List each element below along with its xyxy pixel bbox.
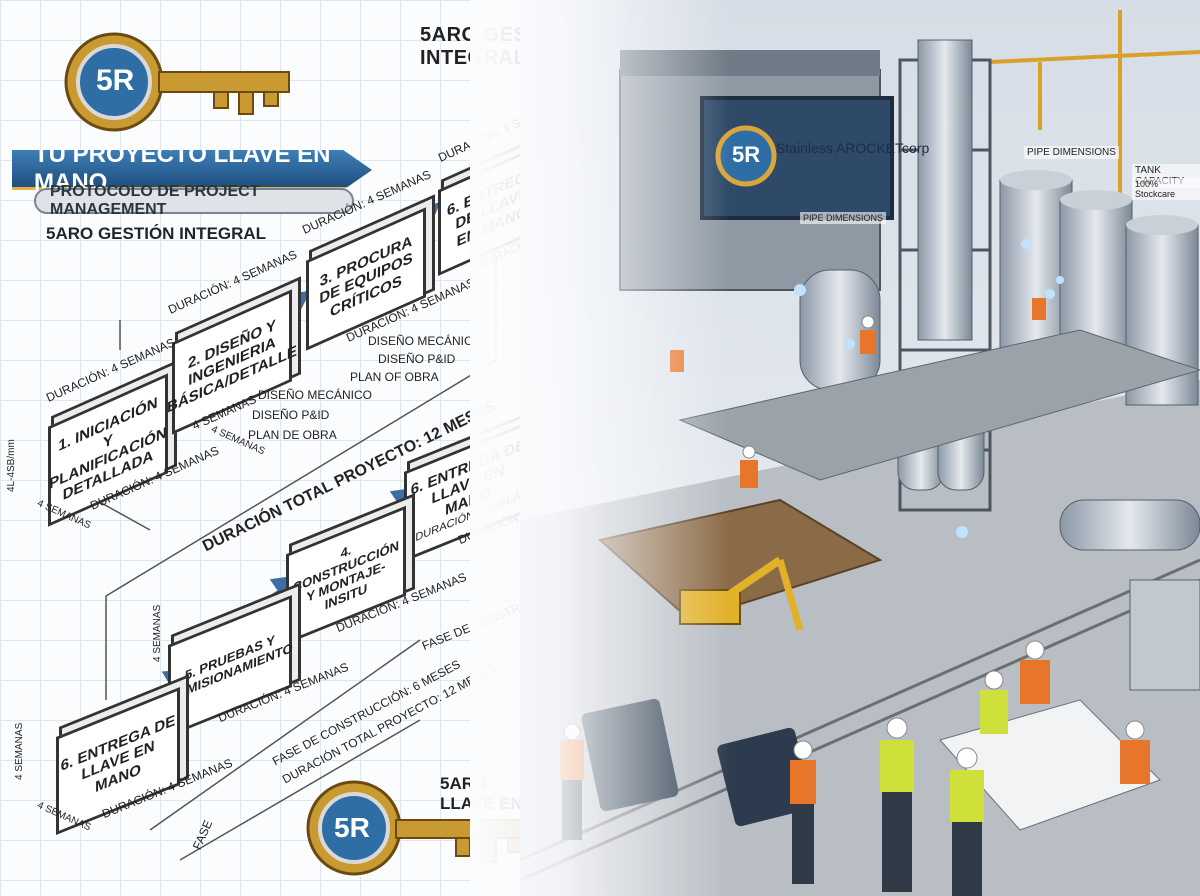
key-logo-top (64, 32, 290, 132)
gear-icon (306, 780, 402, 876)
sign-logo-text: 5R (732, 142, 761, 167)
list-a-item-1: DISEÑO MECÁNICO (258, 388, 373, 402)
pipe-dimensions-label: PIPE DIMENSIONS (1024, 146, 1119, 159)
logo-text-top: 5R (96, 64, 135, 97)
list-b-item-1: DISEÑO MECÁNICO (368, 334, 483, 348)
list-b-item-2: DISEÑO P&ID (378, 352, 456, 366)
site-container (1129, 579, 1200, 691)
dim-label-4: 4 SEMANAS (14, 722, 25, 780)
list-a-item-2: DISEÑO P&ID (252, 408, 330, 422)
pipe-dimensions-small: PIPE DIMENSIONS (800, 212, 887, 224)
welding-sparks (794, 239, 1064, 538)
industrial-scene (520, 0, 1200, 896)
subtitle: 5ARO GESTIÓN INTEGRAL (46, 224, 267, 243)
list-a-item-3: PLAN DE OBRA (248, 428, 337, 442)
rail-tank-car (1059, 499, 1200, 551)
gear-icon (64, 32, 164, 132)
protocol-subbanner: PROTOCOLO DE PROJECT MANAGEMENT (34, 183, 354, 218)
tank-capacity-value: 100% Stockcare (1132, 178, 1200, 200)
storage-tanks (999, 170, 1199, 406)
sign-brand-text: Stainless AROCKETcorp (776, 140, 930, 156)
dim-label-1: 4L-4SB/mm (6, 439, 17, 492)
logo-text-bottom: 5R (334, 812, 370, 843)
list-b-item-3: PLAN OF OBRA (350, 370, 439, 384)
tablet-right (717, 727, 813, 827)
dim-label-3: 4 SEMANAS (152, 604, 163, 662)
